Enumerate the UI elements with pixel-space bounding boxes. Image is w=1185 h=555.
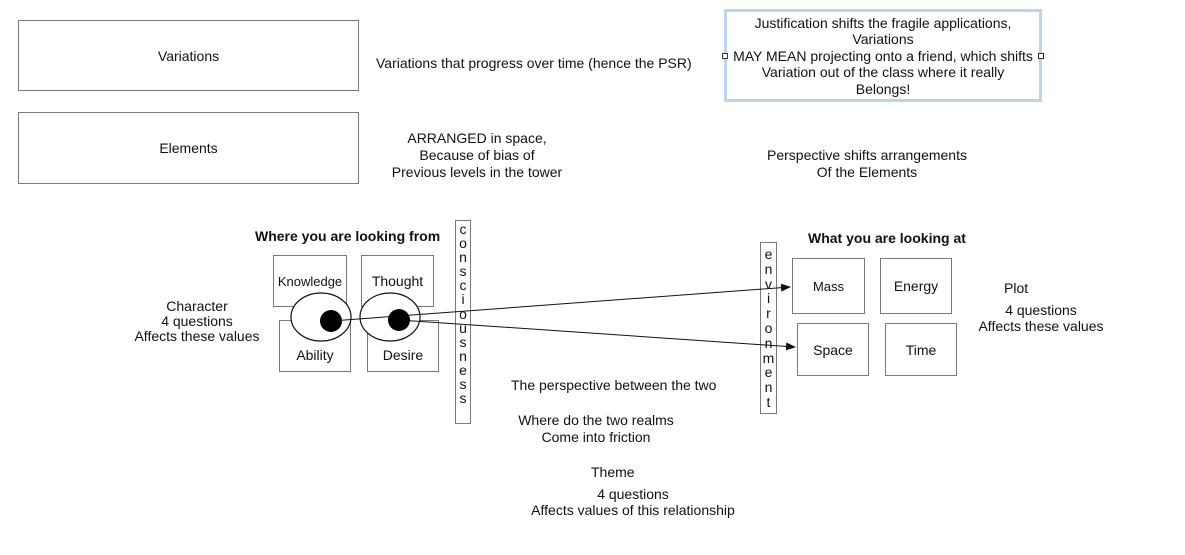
justification-note[interactable]: Justification shifts the fragile applica… bbox=[726, 15, 1040, 97]
letter: n bbox=[764, 260, 773, 277]
letter: n bbox=[459, 249, 467, 266]
letter: c bbox=[459, 277, 467, 294]
letter: e bbox=[764, 246, 773, 262]
resize-handle-left[interactable] bbox=[722, 53, 728, 59]
character-note-line: 4 questions bbox=[161, 313, 233, 329]
desire-box[interactable]: Desire bbox=[367, 320, 439, 372]
elements-box[interactable]: Elements bbox=[18, 112, 359, 184]
thought-label: Thought bbox=[371, 273, 424, 289]
plot-label[interactable]: Plot bbox=[1004, 280, 1029, 296]
perspective-note-line: Of the Elements bbox=[816, 164, 918, 180]
plot-note-line: 4 questions bbox=[1005, 302, 1077, 318]
justification-note-line: MAY MEAN projecting onto a friend, which… bbox=[733, 47, 1033, 64]
elements-note-line: Previous levels in the tower bbox=[391, 164, 563, 180]
letter: s bbox=[459, 390, 467, 407]
perspective-note-line: Perspective shifts arrangements bbox=[767, 147, 967, 163]
elements-box-label: Elements bbox=[159, 140, 218, 156]
letter: o bbox=[764, 319, 773, 336]
letter: i bbox=[461, 291, 465, 308]
justification-note-line: Belongs! bbox=[855, 80, 911, 97]
resize-handle-right[interactable] bbox=[1038, 53, 1044, 59]
elements-note[interactable]: ARRANGED in space, Because of bias of Pr… bbox=[376, 130, 578, 181]
energy-label: Energy bbox=[893, 278, 939, 294]
letter: e bbox=[459, 361, 467, 378]
variations-box[interactable]: Variations bbox=[18, 20, 359, 91]
letter: m bbox=[762, 349, 775, 366]
desire-label: Desire bbox=[382, 347, 424, 363]
knowledge-label: Knowledge bbox=[277, 273, 343, 289]
character-note-line: Character bbox=[166, 298, 228, 314]
letter: n bbox=[764, 379, 773, 396]
time-box[interactable]: Time bbox=[885, 323, 957, 376]
letter: r bbox=[766, 305, 771, 322]
friction-note-line: Come into friction bbox=[541, 429, 651, 445]
thought-box[interactable]: Thought bbox=[361, 255, 434, 307]
right-heading: What you are looking at bbox=[808, 230, 966, 246]
letter: c bbox=[459, 221, 467, 237]
plot-note-line: Affects these values bbox=[978, 318, 1104, 334]
character-note-line: Affects these values bbox=[134, 328, 260, 344]
knowledge-box[interactable]: Knowledge bbox=[273, 255, 347, 307]
letter: e bbox=[764, 364, 773, 381]
elements-note-line: ARRANGED in space, bbox=[407, 130, 547, 146]
left-heading: Where you are looking from bbox=[255, 228, 441, 244]
variations-note[interactable]: Variations that progress over time (henc… bbox=[376, 55, 692, 71]
ability-label: Ability bbox=[296, 347, 334, 363]
space-box[interactable]: Space bbox=[797, 323, 869, 376]
letter: o bbox=[459, 235, 467, 252]
time-label: Time bbox=[905, 341, 937, 358]
friction-note-line: Where do the two realms bbox=[518, 412, 674, 428]
theme-note[interactable]: 4 questions Affects values of this relat… bbox=[527, 486, 739, 518]
theme-note-line: 4 questions bbox=[597, 486, 669, 502]
letter: s bbox=[459, 333, 467, 350]
energy-box[interactable]: Energy bbox=[880, 258, 952, 314]
character-note[interactable]: Character 4 questions Affects these valu… bbox=[133, 299, 261, 344]
theme-label[interactable]: Theme bbox=[591, 464, 635, 480]
justification-note-line: Variation out of the class where it real… bbox=[761, 64, 1005, 81]
variations-box-label: Variations bbox=[157, 47, 220, 64]
justification-note-line: Variations bbox=[852, 31, 914, 48]
consciousness-column[interactable]: c o n s c i o u s n e s s bbox=[455, 220, 471, 424]
letter: t bbox=[766, 393, 771, 410]
perspective-note[interactable]: Perspective shifts arrangements Of the E… bbox=[752, 147, 982, 181]
ability-box[interactable]: Ability bbox=[279, 320, 351, 372]
letter: v bbox=[765, 275, 772, 292]
letter: s bbox=[459, 376, 467, 393]
environment-column[interactable]: e n v i r o n m e n t bbox=[760, 242, 777, 414]
friction-note[interactable]: Where do the two realms Come into fricti… bbox=[512, 412, 680, 446]
letter: n bbox=[764, 334, 773, 351]
letter: i bbox=[766, 290, 771, 307]
letter: o bbox=[459, 305, 467, 322]
letter: n bbox=[459, 347, 467, 364]
space-label: Space bbox=[813, 341, 853, 358]
plot-note[interactable]: 4 questions Affects these values bbox=[975, 302, 1107, 334]
elements-note-line: Because of bias of bbox=[419, 147, 535, 163]
justification-note-line: Justification shifts the fragile applica… bbox=[754, 15, 1012, 31]
theme-note-line: Affects values of this relationship bbox=[531, 502, 735, 518]
mass-label: Mass bbox=[812, 278, 845, 294]
letter: s bbox=[459, 263, 467, 280]
perspective-label[interactable]: The perspective between the two bbox=[511, 377, 717, 393]
mass-box[interactable]: Mass bbox=[792, 258, 865, 314]
letter: u bbox=[459, 319, 467, 336]
